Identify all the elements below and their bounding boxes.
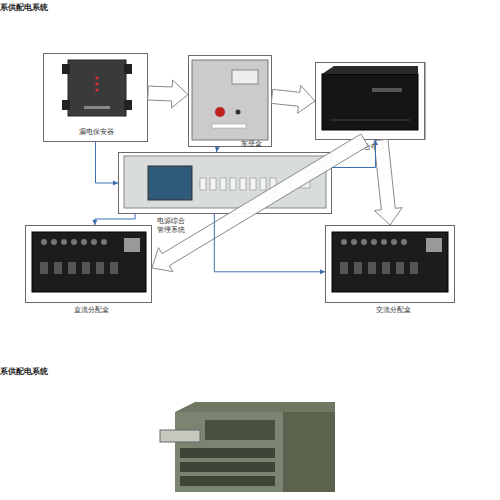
device-label: 电源综合管理系统	[155, 217, 187, 235]
wall-box-image	[192, 60, 268, 140]
block-arrow	[152, 134, 368, 272]
page-heading: 系供配电系统	[0, 2, 48, 13]
device-label: 综合电源	[346, 143, 396, 152]
signal-line	[92, 214, 135, 225]
device-label: 直流分配盒	[66, 306, 116, 315]
management-panel-image	[124, 156, 326, 208]
power-supply-image	[322, 66, 418, 130]
section-heading: 系供配电系统	[0, 366, 48, 377]
device-box: 综合电源	[315, 62, 425, 140]
device-label: 车壁盒	[231, 140, 271, 149]
block-arrow	[374, 139, 402, 225]
block-arrow	[148, 80, 188, 108]
device-box: 电源综合管理系统	[118, 152, 332, 214]
signal-wire	[214, 214, 325, 272]
device-box: 漏电保安器	[43, 53, 148, 142]
block-arrow-shape	[152, 134, 368, 272]
block-arrow-shape	[374, 139, 402, 225]
device-label: 交流分配盒	[368, 306, 418, 315]
device-box: 交流分配盒	[325, 225, 455, 303]
block-arrow-shape	[148, 80, 188, 108]
device-label: 漏电保安器	[64, 128, 129, 137]
block-arrow-shape	[271, 85, 315, 113]
ac-box-image	[332, 232, 448, 292]
signal-wire	[95, 214, 135, 225]
dc-box-image	[32, 232, 146, 292]
signal-wire	[96, 142, 119, 183]
block-arrow	[271, 85, 315, 113]
device-box: 车壁盒	[188, 55, 272, 147]
signal-line	[96, 142, 119, 186]
device-box: 直流分配盒	[25, 225, 152, 303]
signal-line	[214, 214, 325, 274]
leakage-protector-image	[62, 60, 132, 116]
cabinet-photo	[160, 402, 335, 492]
